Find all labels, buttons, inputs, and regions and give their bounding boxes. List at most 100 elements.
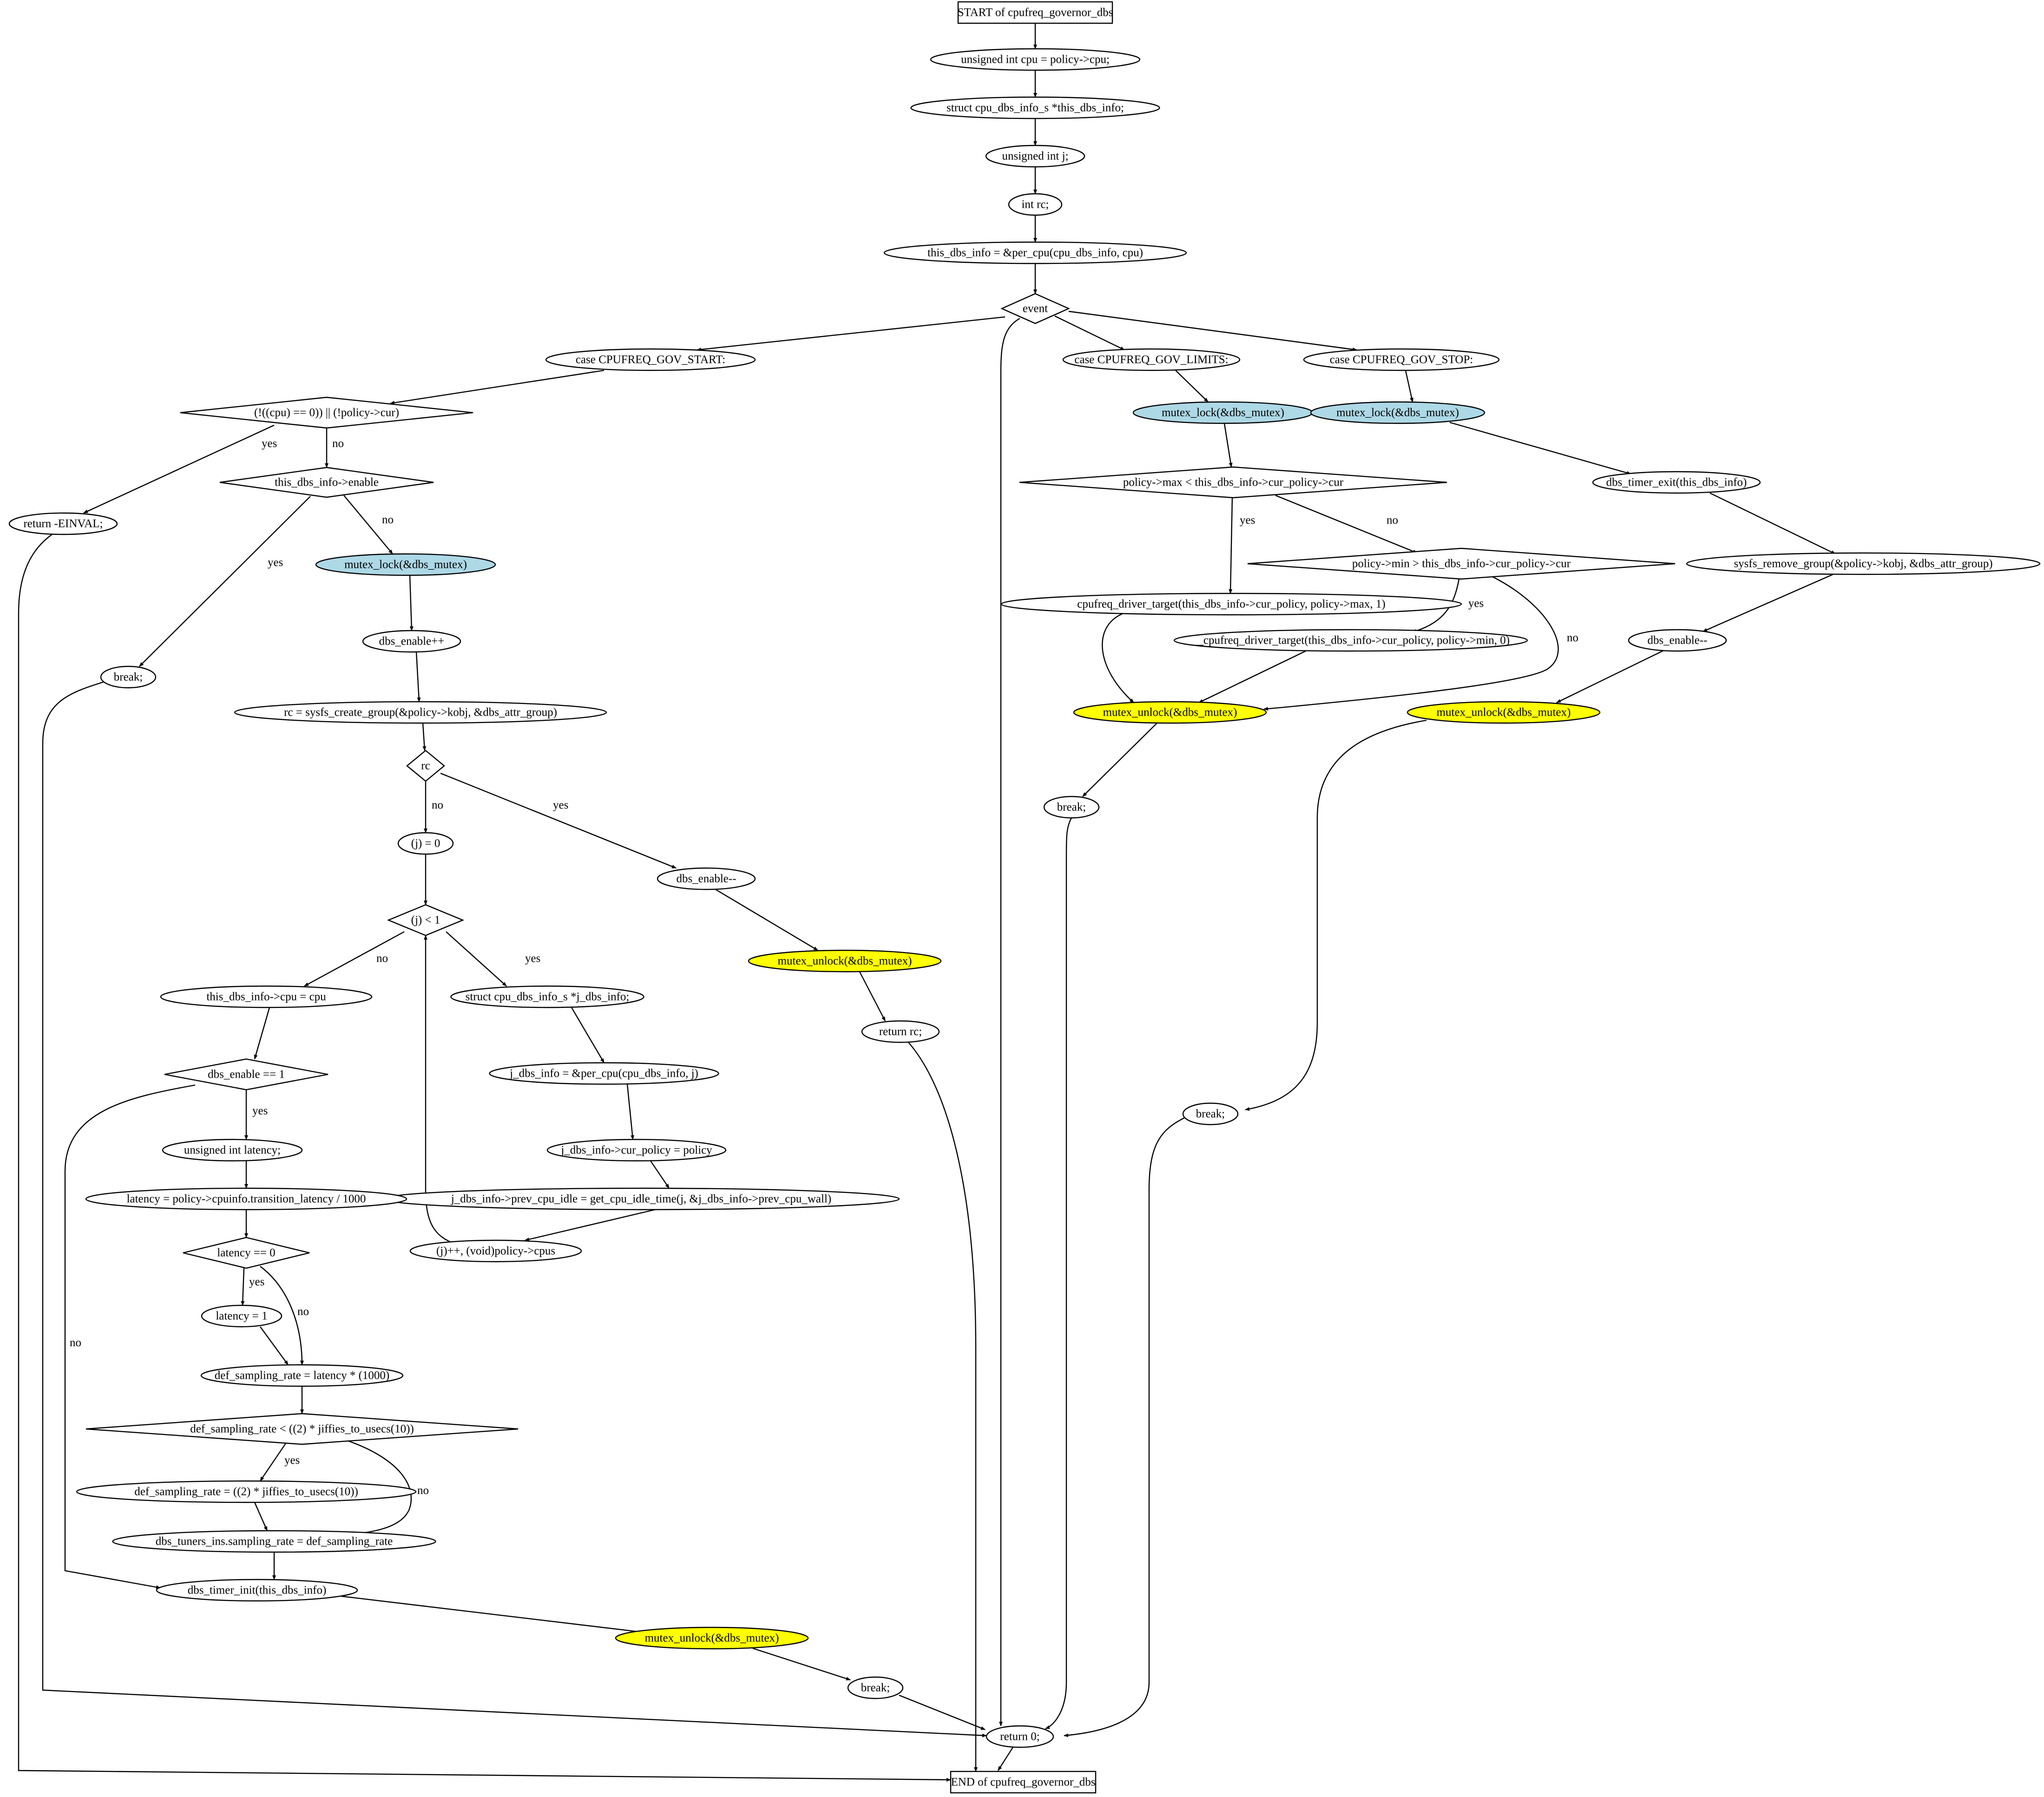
edge-arrow: [1198, 650, 1306, 704]
edge-d_online-to-d_enable: no: [325, 428, 344, 468]
node-r_0: return 0;: [986, 1725, 1054, 1748]
edge-break2-to-r_0: [899, 1694, 986, 1731]
edge-d_max-to-n_tmax: yes: [1229, 497, 1255, 594]
decision-diamond: [164, 1058, 329, 1091]
node-n_lat: latency = policy->cpuinfo.transition_lat…: [85, 1187, 407, 1211]
edge-label: no: [1567, 632, 1578, 644]
node-label: unsigned int j;: [1002, 150, 1068, 163]
edge-break1-to-r_0: [42, 680, 987, 1738]
edge-unlock2-to-break2: [752, 1647, 851, 1681]
statement-ellipse: [409, 1239, 582, 1263]
edge-arrow: [697, 316, 1006, 352]
node-r_rc: return rc;: [861, 1020, 940, 1043]
node-unlock1: mutex_unlock(&dbs_mutex): [748, 949, 942, 973]
statement-ellipse: [1628, 629, 1727, 652]
edge-n_dec2-to-unlock4: [1556, 650, 1664, 704]
edge-arrow: [1045, 817, 1072, 1730]
edge-n_jidle-to-n_jinc: [525, 1209, 656, 1241]
statement-ellipse: [100, 665, 157, 689]
edge-c_start-to-d_online: [390, 369, 605, 405]
node-end: END of cpufreq_governor_dbs: [950, 1771, 1097, 1794]
node-label: dbs_enable++: [379, 635, 445, 648]
edge-r_rc-to-end: [908, 1042, 978, 1772]
edge-arrow: [999, 317, 1020, 1726]
node-label: dbs_timer_exit(this_dbs_info): [1606, 476, 1747, 489]
edge-arrow: [241, 1268, 245, 1306]
edge-n_texit-to-n_sysrm: [1709, 492, 1836, 555]
node-n_texit: dbs_timer_exit(this_dbs_info): [1592, 471, 1761, 494]
statement-ellipse: [85, 1187, 407, 1211]
edge-label: no: [1387, 514, 1398, 527]
statement-ellipse: [545, 348, 756, 371]
decision-diamond: [1019, 466, 1447, 499]
node-r_einval: return -EINVAL;: [8, 512, 118, 535]
edge-n_jinfo-to-n_jpolicy: [626, 1084, 635, 1140]
edge-arrow: [343, 495, 393, 554]
decision-diamond: [180, 396, 473, 429]
decision-diamond: [1247, 547, 1676, 580]
edge-arrow: [1054, 315, 1125, 351]
edge-d_lat0-to-n_defsr: no: [260, 1266, 309, 1365]
node-label: mutex_unlock(&dbs_mutex): [1437, 706, 1571, 719]
node-unlock3: mutex_unlock(&dbs_mutex): [1073, 701, 1267, 724]
edge-n_sysfs-to-d_rc: [422, 723, 427, 751]
edge-label: yes: [1240, 514, 1255, 527]
statement-ellipse: [985, 145, 1085, 168]
node-d_max: policy->max < this_dbs_info->cur_policy-…: [1019, 466, 1447, 499]
node-label: START of cpufreq_governor_dbs: [958, 7, 1113, 19]
node-label: mutex_lock(&dbs_mutex): [344, 559, 467, 571]
edge-label: yes: [262, 437, 277, 450]
edge-arrow: [64, 1084, 196, 1589]
statement-ellipse: [362, 630, 461, 653]
node-label: cpufreq_driver_target(this_dbs_info->cur…: [1077, 598, 1385, 611]
statement-ellipse: [1686, 552, 2041, 575]
node-label: mutex_lock(&dbs_mutex): [1162, 407, 1284, 419]
statement-ellipse: [201, 1304, 283, 1328]
edge-n_defsr2-to-n_tuners: [254, 1502, 268, 1531]
edge-arrow: [260, 1266, 304, 1365]
node-label: mutex_lock(&dbs_mutex): [1336, 407, 1459, 419]
node-label: break;: [861, 1682, 890, 1694]
edge-c_limits-to-lock2: [1175, 370, 1209, 402]
edge-d_en1-to-n_ulat: yes: [244, 1090, 268, 1140]
edge-label: yes: [1468, 597, 1484, 610]
node-d_event: event: [1000, 293, 1070, 324]
edge-arrow: [1449, 421, 1631, 475]
node-label: dbs_tuners_ins.sampling_rate = def_sampl…: [156, 1535, 393, 1548]
statement-ellipse: [1592, 471, 1761, 494]
node-label: (j) = 0: [411, 837, 440, 850]
node-label: latency == 0: [217, 1247, 275, 1259]
edge-r_0-to-end: [997, 1747, 1014, 1771]
node-break1: break;: [100, 665, 157, 689]
statement-ellipse: [546, 1139, 727, 1162]
node-d_rc: rc: [406, 750, 445, 782]
edge-arrow: [1175, 370, 1209, 402]
node-label: unsigned int cpu = policy->cpu;: [961, 53, 1110, 66]
decision-diamond: [219, 467, 434, 498]
node-label: dbs_enable--: [676, 873, 736, 885]
node-n_cpuassign: this_dbs_info->cpu = cpu: [160, 985, 373, 1008]
edge-arrow: [304, 931, 405, 987]
node-start: START of cpufreq_governor_dbs: [957, 1, 1113, 24]
edge-break4-to-r_0: [1064, 1117, 1185, 1738]
node-label: END of cpufreq_governor_dbs: [951, 1776, 1095, 1789]
node-c_limits: case CPUFREQ_GOV_LIMITS:: [1062, 348, 1241, 371]
node-label: j_dbs_info->cur_policy = policy: [560, 1144, 712, 1157]
node-label: rc: [421, 760, 430, 772]
node-label: latency = 1: [216, 1310, 267, 1323]
edge-arrow: [1412, 579, 1460, 633]
edge-n_jpolicy-to-n_jidle: [650, 1160, 670, 1189]
edge-arrow: [1709, 492, 1836, 555]
edge-arrow: [1245, 719, 1427, 1111]
edge-arrow: [254, 1502, 268, 1531]
statement-ellipse: [615, 1626, 809, 1650]
statement-ellipse: [1310, 401, 1485, 424]
edge-label: yes: [525, 952, 540, 965]
edge-d_enable-to-break1: yes: [139, 496, 311, 667]
edge-arrow: [1556, 650, 1664, 704]
box-shape: [957, 1, 1113, 24]
node-unlock2: mutex_unlock(&dbs_mutex): [615, 1626, 809, 1650]
node-break3: break;: [1043, 796, 1100, 819]
edge-arrow: [1263, 575, 1559, 711]
